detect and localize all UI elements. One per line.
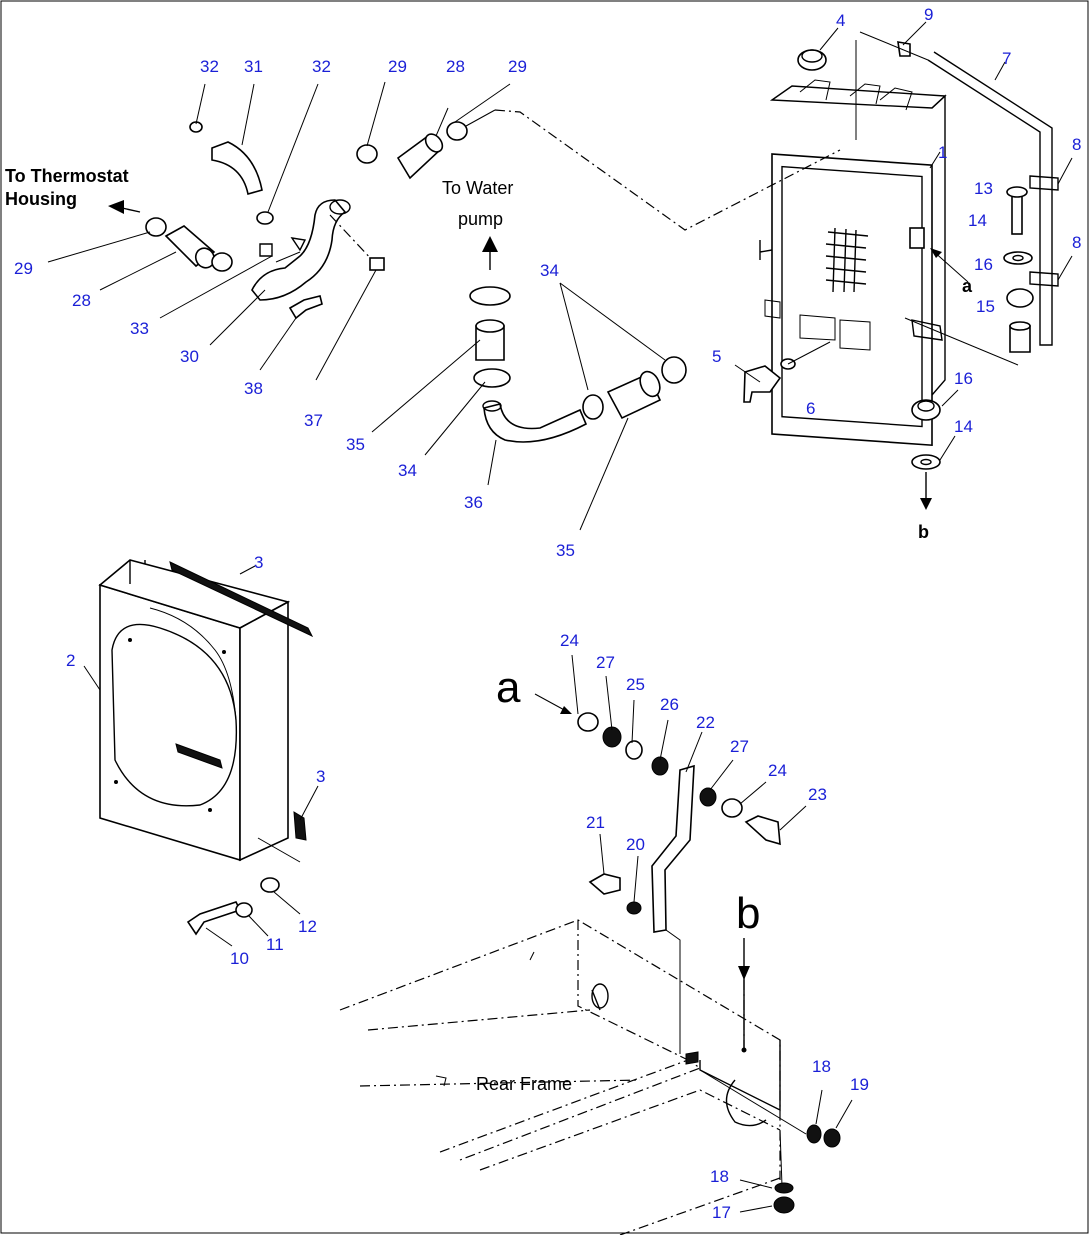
callout: 5 bbox=[712, 347, 721, 366]
callout: 29 bbox=[508, 57, 527, 76]
callout: 10 bbox=[230, 949, 249, 968]
label-to-water-line2: pump bbox=[458, 209, 503, 229]
callout: 35 bbox=[556, 541, 575, 560]
callout: 13 bbox=[974, 179, 993, 198]
radiator bbox=[759, 79, 947, 447]
callout: 14 bbox=[968, 211, 987, 230]
ref-b-small: b bbox=[918, 522, 929, 542]
callout: 15 bbox=[976, 297, 995, 316]
callout: 28 bbox=[446, 57, 465, 76]
callout: 27 bbox=[730, 737, 749, 756]
callout: 38 bbox=[244, 379, 263, 398]
callout: 12 bbox=[298, 917, 317, 936]
callout: 24 bbox=[560, 631, 579, 650]
callout: 36 bbox=[464, 493, 483, 512]
callout: 32 bbox=[200, 57, 219, 76]
label-rear-frame: Rear Frame bbox=[476, 1074, 572, 1094]
callout: 2 bbox=[66, 651, 75, 670]
label-to-thermostat-line2: Housing bbox=[5, 189, 77, 209]
callout: 21 bbox=[586, 813, 605, 832]
callout: 35 bbox=[346, 435, 365, 454]
callout: 3 bbox=[254, 553, 263, 572]
radiator-cap bbox=[797, 49, 827, 71]
callout: 4 bbox=[836, 11, 845, 30]
callout: 14 bbox=[954, 417, 973, 436]
callout: 1 bbox=[938, 143, 947, 162]
callout: 30 bbox=[180, 347, 199, 366]
callout: 28 bbox=[72, 291, 91, 310]
callout: 18 bbox=[710, 1167, 729, 1186]
label-to-thermostat-line1: To Thermostat bbox=[5, 166, 129, 186]
callout: 27 bbox=[596, 653, 615, 672]
ref-b-large: b bbox=[736, 889, 760, 938]
fan-shroud bbox=[98, 559, 314, 863]
callout: 34 bbox=[398, 461, 417, 480]
callout: 16 bbox=[954, 369, 973, 388]
rear-frame bbox=[339, 919, 781, 1235]
callout: 26 bbox=[660, 695, 679, 714]
callout: 24 bbox=[768, 761, 787, 780]
callout: 33 bbox=[130, 319, 149, 338]
callout: 11 bbox=[266, 935, 284, 954]
callout: 3 bbox=[316, 767, 325, 786]
callout: 25 bbox=[626, 675, 645, 694]
callout: 16 bbox=[974, 255, 993, 274]
callout: 31 bbox=[244, 57, 263, 76]
callout: 19 bbox=[850, 1075, 869, 1094]
ref-a-large: a bbox=[496, 663, 521, 712]
callout: 6 bbox=[806, 399, 815, 418]
callout: 37 bbox=[304, 411, 323, 430]
ref-a-small: a bbox=[962, 276, 973, 296]
callout: 34 bbox=[540, 261, 559, 280]
callout: 23 bbox=[808, 785, 827, 804]
callout: 22 bbox=[696, 713, 715, 732]
callout: 17 bbox=[712, 1203, 731, 1222]
callout: 8 bbox=[1072, 233, 1081, 252]
label-to-water-line1: To Water bbox=[442, 178, 513, 198]
callout: 18 bbox=[812, 1057, 831, 1076]
callout: 32 bbox=[312, 57, 331, 76]
stay-bracket bbox=[927, 51, 1053, 346]
callout: 9 bbox=[924, 5, 933, 24]
callout: 29 bbox=[14, 259, 33, 278]
callout: 7 bbox=[1002, 49, 1011, 68]
callout: 29 bbox=[388, 57, 407, 76]
callout: 20 bbox=[626, 835, 645, 854]
callout: 8 bbox=[1072, 135, 1081, 154]
